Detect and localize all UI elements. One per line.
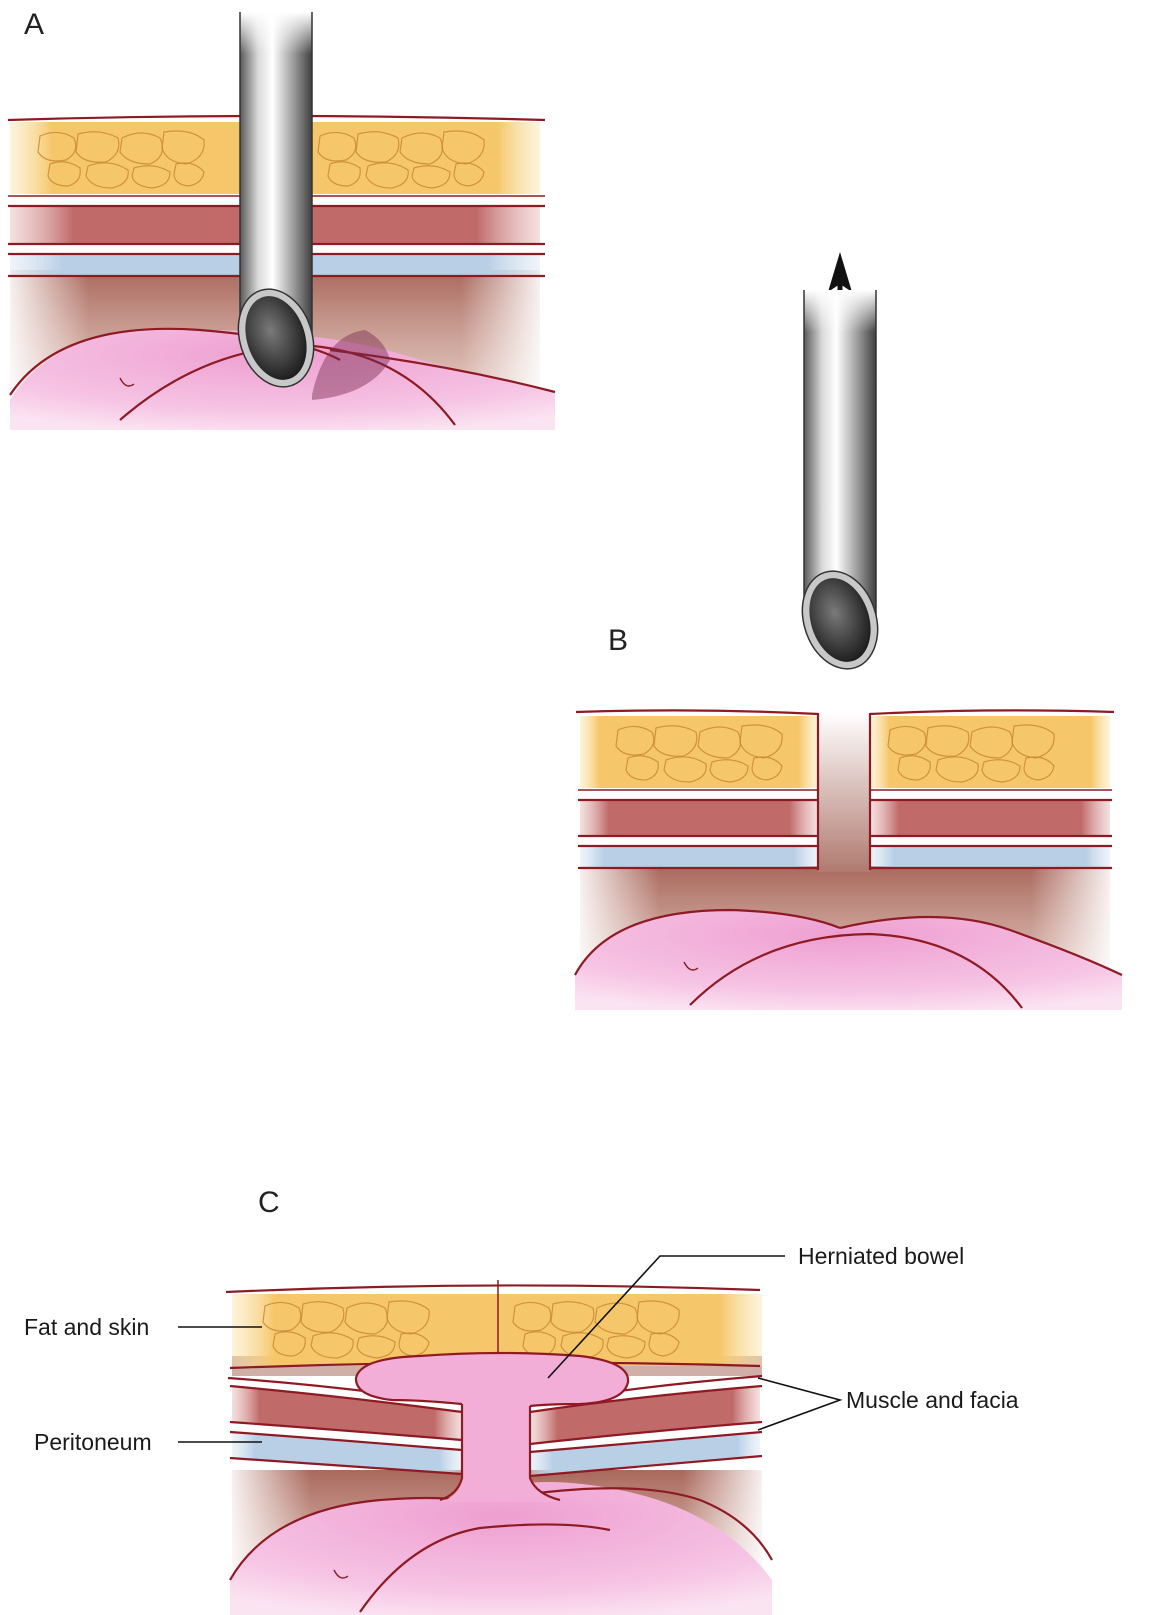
peritoneum-label: Peritoneum <box>34 1429 152 1455</box>
panel-c-letter: C <box>258 1186 280 1219</box>
panel-b-trocar <box>790 290 889 679</box>
panel-c: C <box>24 1186 1019 1615</box>
panel-b-muscle-layer <box>580 800 818 836</box>
herniated-bowel-label: Herniated bowel <box>798 1243 964 1269</box>
fat-and-skin-label: Fat and skin <box>24 1314 149 1340</box>
muscle-and-facia-leader <box>758 1378 840 1430</box>
panel-b-fat-layer <box>580 716 818 788</box>
panel-a-trocar <box>226 12 325 397</box>
panel-b: B <box>575 252 1122 1010</box>
muscle-and-facia-label: Muscle and facia <box>846 1387 1019 1413</box>
panel-b-letter: B <box>608 624 628 657</box>
panel-a: A <box>8 8 555 430</box>
panel-b-puncture-hole <box>818 712 870 872</box>
panel-b-peritoneum-layer <box>580 846 818 868</box>
panel-a-letter: A <box>24 8 44 41</box>
